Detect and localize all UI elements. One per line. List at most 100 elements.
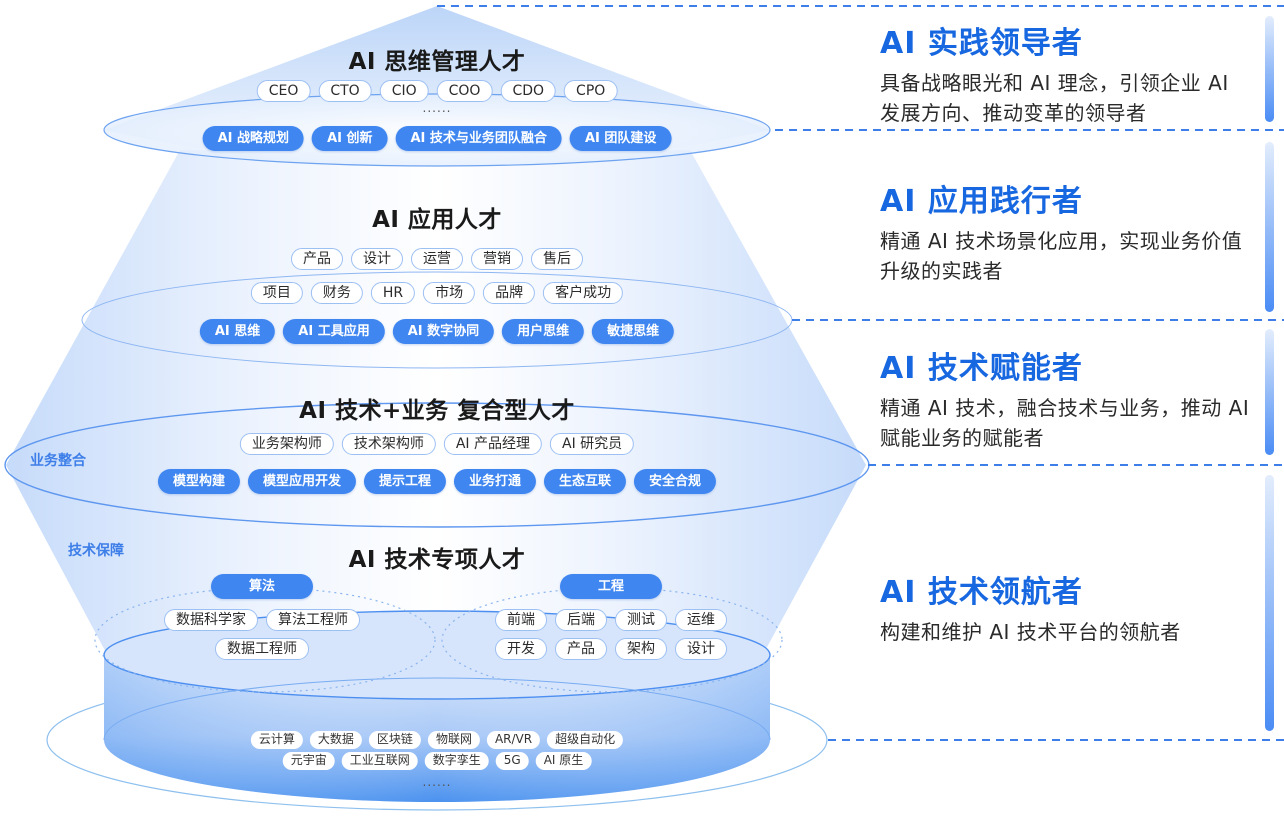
engineering-row1: 前端后端测试运维 — [495, 609, 727, 631]
engineering-header: 工程 — [560, 574, 662, 599]
role-tag: COO — [436, 80, 493, 102]
divider-lines — [437, 5, 1284, 741]
role-tag: 售后 — [531, 248, 583, 270]
management-ellipsis: ...... — [422, 101, 452, 115]
role-tag: AI 研究员 — [550, 433, 635, 455]
business-integration-label: 业务整合 — [30, 453, 86, 469]
technology-tag: 物联网 — [427, 731, 480, 749]
application-title: AI 应用人才 — [372, 207, 502, 233]
role-tech-enabler: AI 技术赋能者 精通 AI 技术，融合技术与业务，推动 AI 赋能业务的赋能者 — [880, 343, 1260, 453]
engineering-circle — [441, 587, 783, 693]
skill-tag: AI 数字协同 — [392, 319, 495, 344]
skill-tag: AI 思维 — [199, 319, 276, 344]
main-cone — [6, 150, 866, 660]
role-description: 具备战略眼光和 AI 理念，引领企业 AI 发展方向、推动变革的领导者 — [880, 71, 1229, 125]
role-tag: CPO — [564, 80, 618, 102]
role-tag: 运维 — [675, 609, 727, 631]
algorithm-pill: 算法 — [211, 574, 313, 599]
technology-tag: 超级自动化 — [547, 731, 624, 749]
technical-support-label: 技术保障 — [68, 543, 124, 559]
role-tag: 前端 — [495, 609, 547, 631]
role-description: 精通 AI 技术，融合技术与业务，推动 AI 赋能业务的赋能者 — [880, 396, 1250, 450]
technology-tag: 元宇宙 — [282, 752, 335, 770]
role-tag: 设计 — [675, 638, 727, 660]
technology-tag: 大数据 — [309, 731, 362, 749]
compound-title: AI 技术+业务 复合型人才 — [299, 398, 575, 424]
foundation-row2: 元宇宙工业互联网数字孪生 5G AI 原生 — [282, 752, 592, 770]
skill-tag: 提示工程 — [363, 469, 446, 494]
role-tag: 品牌 — [483, 282, 536, 304]
management-title: AI 思维管理人才 — [348, 49, 526, 75]
role-tech-navigator: AI 技术领航者 构建和维护 AI 技术平台的领航者 — [880, 567, 1260, 647]
role-tag: 客户成功 — [543, 282, 624, 304]
role-tag: AI 产品经理 — [443, 433, 542, 455]
role-tag: CIO — [379, 80, 429, 102]
role-tag: 产品 — [555, 638, 607, 660]
compound-skills: 模型构建模型应用开发提示工程业务打通生态互联安全合规 — [157, 469, 717, 494]
engineering-pill: 工程 — [560, 574, 662, 599]
algorithm-row2: 数据工程师 — [215, 638, 309, 660]
role-tag: 市场 — [423, 282, 476, 304]
role-tag: 算法工程师 — [266, 609, 360, 631]
algorithm-row1: 数据科学家算法工程师 — [164, 609, 360, 631]
skill-tag: 敏捷思维 — [592, 319, 675, 344]
role-accent-bar — [1265, 142, 1274, 312]
application-roles-row1: 产品设计运营营销售后 — [291, 248, 583, 270]
specialist-title: AI 技术专项人才 — [348, 547, 526, 573]
role-tag: CDO — [500, 80, 557, 102]
role-tag: 财务 — [310, 282, 363, 304]
role-title: AI 实践领导者 — [880, 26, 1083, 61]
technology-tag: 云计算 — [250, 731, 303, 749]
role-tag: 开发 — [495, 638, 547, 660]
engineering-row2: 开发产品架构设计 — [495, 638, 727, 660]
role-tag: 营销 — [471, 248, 523, 270]
role-tag: 数据科学家 — [164, 609, 258, 631]
role-title: AI 技术赋能者 — [880, 351, 1083, 386]
role-practice-leader: AI 实践领导者 具备战略眼光和 AI 理念，引领企业 AI 发展方向、推动变革… — [880, 18, 1260, 128]
technology-tag: 数字孪生 — [424, 752, 489, 770]
skill-tag: 模型构建 — [157, 469, 240, 494]
foundation-ellipsis: ...... — [422, 775, 452, 789]
algorithm-circle — [94, 587, 436, 693]
role-tag: 测试 — [615, 609, 667, 631]
role-tag: 架构 — [615, 638, 667, 660]
technology-tag: 工业互联网 — [341, 752, 418, 770]
role-tag: 运营 — [411, 248, 463, 270]
cylinder-top — [103, 610, 771, 700]
role-tag: 数据工程师 — [215, 638, 309, 660]
role-application-practitioner: AI 应用践行者 精通 AI 技术场景化应用，实现业务价值升级的实践者 — [880, 176, 1260, 286]
role-tag: 产品 — [291, 248, 343, 270]
foundation-row1: 云计算大数据区块链物联网 AR/VR 超级自动化 — [250, 731, 624, 749]
technology-tag: AR/VR — [486, 731, 541, 749]
skill-tag: AI 技术与业务团队融合 — [395, 126, 562, 151]
role-tag: 后端 — [555, 609, 607, 631]
role-description: 构建和维护 AI 技术平台的领航者 — [880, 620, 1181, 644]
technology-tag: 5G — [495, 752, 529, 770]
role-title: AI 应用践行者 — [880, 184, 1083, 219]
technology-tag: 区块链 — [368, 731, 421, 749]
role-tag: 项目 — [250, 282, 303, 304]
skill-tag: 生态互联 — [544, 469, 627, 494]
role-tag: 业务架构师 — [239, 433, 334, 455]
role-tag: HR — [370, 282, 416, 304]
algorithm-header: 算法 — [211, 574, 313, 599]
skill-tag: 业务打通 — [454, 469, 537, 494]
role-accent-bar — [1265, 475, 1274, 731]
technology-tag: AI 原生 — [535, 752, 592, 770]
skill-tag: AI 战略规划 — [202, 126, 305, 151]
role-title: AI 技术领航者 — [880, 575, 1083, 610]
skill-tag: AI 工具应用 — [283, 319, 385, 344]
role-tag: CTO — [318, 80, 372, 102]
role-accent-bar — [1265, 16, 1274, 122]
skill-tag: 用户思维 — [502, 319, 585, 344]
skill-tag: AI 创新 — [312, 126, 388, 151]
role-description: 精通 AI 技术场景化应用，实现业务价值升级的实践者 — [880, 229, 1243, 283]
role-accent-bar — [1265, 329, 1274, 455]
skill-tag: 安全合规 — [634, 469, 717, 494]
application-skills: AI 思维 AI 工具应用 AI 数字协同用户思维敏捷思维 — [199, 319, 675, 344]
